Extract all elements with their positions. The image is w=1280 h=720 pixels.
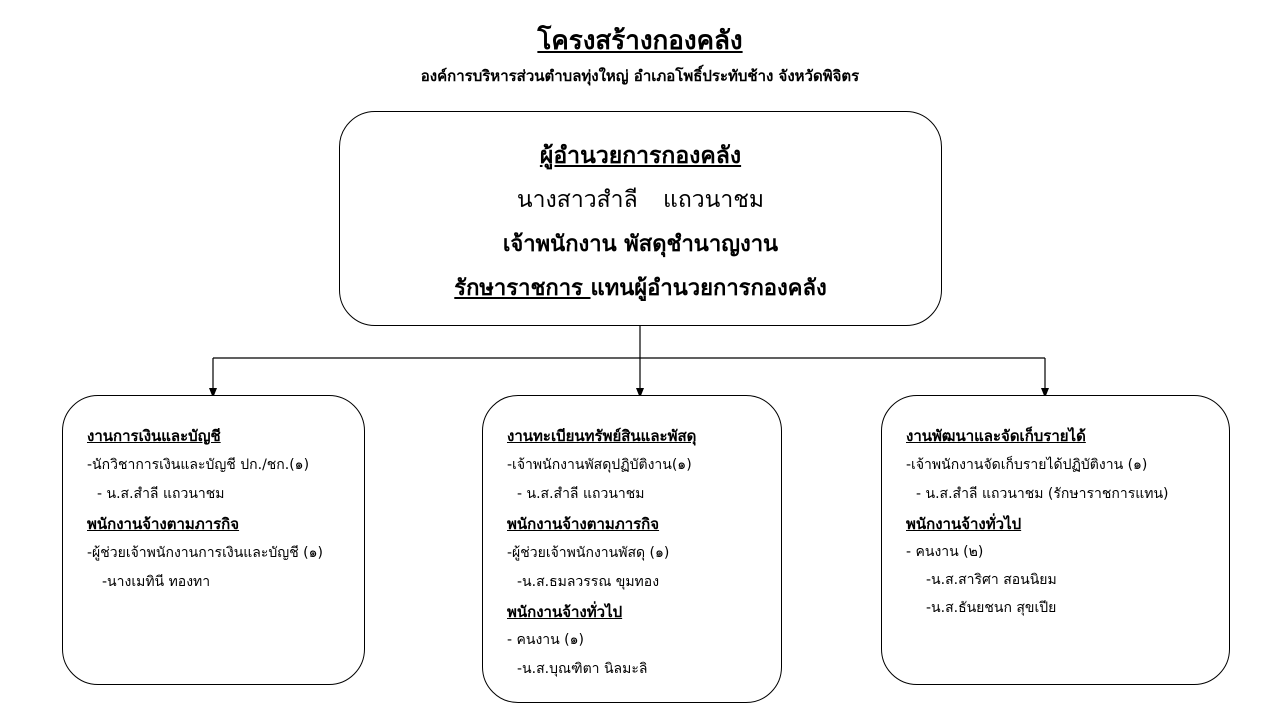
unit-section-heading: พนักงานจ้างตามภารกิจ xyxy=(507,515,660,533)
unit-line: -นักวิชาการเงินและบัญชี ปก./ชก.(๑) xyxy=(87,457,310,473)
head-name: นางสาวสำลี แถวนาชม xyxy=(516,187,765,213)
unit-section-heading: งานทะเบียนทรัพย์สินและพัสดุ xyxy=(507,427,697,445)
unit-box-revenue: งานพัฒนาและจัดเก็บรายได้ -เจ้าพนักงานจัด… xyxy=(881,395,1230,685)
chart-title: โครงสร้างกองคลัง xyxy=(537,26,743,56)
unit-line: -เจ้าพนักงานจัดเก็บรายได้ปฏิบัติงาน (๑) xyxy=(906,457,1148,473)
unit-line: - คนงาน (๑) xyxy=(507,632,584,648)
unit-line: - น.ส.สำลี แถวนาชม xyxy=(517,486,645,502)
unit-section-heading: งานการเงินและบัญชี xyxy=(87,427,221,445)
unit-box-assets: งานทะเบียนทรัพย์สินและพัสดุ -เจ้าพนักงาน… xyxy=(482,395,782,703)
unit-section-heading: พนักงานจ้างตามภารกิจ xyxy=(87,515,240,533)
unit-line: -น.ส.สาริศา สอนนิยม xyxy=(926,572,1057,588)
unit-line: -ผู้ช่วยเจ้าพนักงานการเงินและบัญชี (๑) xyxy=(87,545,323,561)
unit-line: -น.ส.ธมลวรรณ ขุมทอง xyxy=(517,574,660,590)
unit-section-heading: พนักงานจ้างทั่วไป xyxy=(906,515,1022,533)
head-position: ผู้อำนวยการกองคลัง xyxy=(539,143,742,169)
unit-box-finance: งานการเงินและบัญชี -นักวิชาการเงินและบัญ… xyxy=(62,395,365,685)
unit-line: -น.ส.บุณฑิตา นิลมะลิ xyxy=(517,661,648,677)
head-acting: รักษาราชการ แทนผู้อำนวยการกองคลัง xyxy=(340,270,941,305)
chart-subtitle: องค์การบริหารส่วนตำบลทุ่งใหญ่ อำเภอโพธิ์… xyxy=(420,67,860,85)
unit-line: -นางเมทินี ทองทา xyxy=(102,574,211,590)
acting-rest: แทนผู้อำนวยการกองคลัง xyxy=(590,276,827,301)
unit-line: - น.ส.สำลี แถวนาชม (รักษาราชการแทน) xyxy=(916,486,1169,502)
unit-line: -น.ส.ธันยชนก สุขเปีย xyxy=(926,600,1057,616)
unit-line: - น.ส.สำลี แถวนาชม xyxy=(97,486,225,502)
unit-line: - คนงาน (๒) xyxy=(906,544,984,560)
head-box: ผู้อำนวยการกองคลัง นางสาวสำลี แถวนาชม เจ… xyxy=(339,111,942,326)
unit-section-heading: พนักงานจ้างทั่วไป xyxy=(507,603,623,621)
unit-line: -ผู้ช่วยเจ้าพนักงานพัสดุ (๑) xyxy=(507,545,670,561)
head-rank: เจ้าพนักงาน พัสดุชำนาญงาน xyxy=(502,232,779,257)
unit-line: -เจ้าพนักงานพัสดุปฏิบัติงาน(๑) xyxy=(507,457,692,473)
acting-label: รักษาราชการ xyxy=(454,276,591,301)
unit-section-heading: งานพัฒนาและจัดเก็บรายได้ xyxy=(906,427,1086,445)
